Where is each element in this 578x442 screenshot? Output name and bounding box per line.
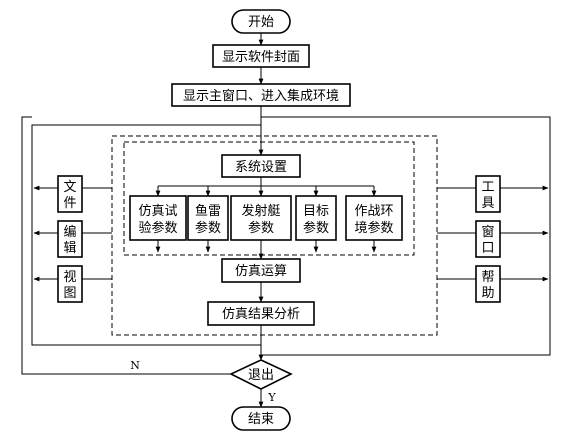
svg-text:发射艇: 发射艇 [241, 203, 280, 219]
svg-text:帮: 帮 [481, 270, 494, 285]
torpedo-params-node: 鱼雷 参数 [187, 195, 229, 241]
sim-params-node: 仿真试 验参数 [129, 195, 187, 241]
parameter-group-boundary [123, 141, 415, 256]
sim-run-node: 仿真运算 [221, 258, 301, 283]
svg-text:仿真结果分析: 仿真结果分析 [222, 307, 300, 322]
launcher-params-node: 发射艇 参数 [230, 195, 292, 241]
svg-text:文: 文 [63, 180, 76, 195]
system-settings-node: 系统设置 [221, 154, 301, 178]
menu-tools: 工 具 [475, 175, 501, 213]
menu-view: 视 图 [57, 265, 83, 303]
svg-text:仿真试: 仿真试 [138, 204, 177, 219]
svg-text:系统设置: 系统设置 [235, 160, 287, 175]
svg-text:作战环: 作战环 [354, 204, 393, 219]
svg-text:显示主窗口、进入集成环境: 显示主窗口、进入集成环境 [183, 88, 339, 104]
svg-text:参数: 参数 [248, 220, 274, 236]
svg-text:助: 助 [481, 286, 494, 301]
svg-text:窗: 窗 [481, 224, 494, 240]
svg-text:图: 图 [63, 286, 76, 301]
svg-text:视: 视 [63, 270, 76, 285]
exit-decision-node: 退出 [229, 359, 293, 390]
svg-text:口: 口 [481, 241, 494, 256]
svg-text:具: 具 [481, 196, 494, 211]
menu-edit: 编 辑 [57, 220, 83, 258]
integrated-env-boundary [111, 135, 438, 336]
menu-file: 文 件 [57, 175, 83, 213]
menu-help: 帮 助 [475, 265, 501, 303]
menu-window: 窗 口 [475, 220, 501, 258]
cover-node: 显示软件封面 [212, 44, 310, 68]
start-node: 开始 [231, 9, 291, 34]
svg-text:参数: 参数 [303, 220, 329, 236]
svg-text:仿真运算: 仿真运算 [235, 264, 287, 279]
svg-text:结束: 结束 [248, 412, 274, 427]
edge-outer-loop-left [31, 124, 261, 346]
svg-text:鱼雷: 鱼雷 [195, 203, 221, 219]
svg-text:编: 编 [63, 225, 76, 240]
svg-text:件: 件 [63, 196, 76, 211]
svg-text:辑: 辑 [63, 241, 76, 256]
edge-exit-no [21, 116, 233, 375]
svg-text:开始: 开始 [248, 15, 274, 30]
target-params-node: 目标 参数 [295, 195, 337, 241]
sim-analysis-node: 仿真结果分析 [207, 301, 315, 326]
svg-text:工: 工 [481, 180, 494, 195]
svg-text:参数: 参数 [195, 220, 221, 236]
svg-text:境参数: 境参数 [354, 220, 393, 236]
svg-text:验参数: 验参数 [138, 220, 177, 236]
svg-text:目标: 目标 [303, 204, 329, 219]
combat-env-params-node: 作战环 境参数 [345, 195, 403, 241]
edge-label-no: N [130, 359, 140, 372]
main-window-node: 显示主窗口、进入集成环境 [171, 83, 351, 107]
edge-label-yes: Y [267, 391, 276, 404]
end-node: 结束 [231, 406, 291, 431]
svg-text:显示软件封面: 显示软件封面 [222, 50, 300, 65]
svg-text:退出: 退出 [248, 368, 274, 383]
edge-outer-loop-right [261, 116, 551, 356]
